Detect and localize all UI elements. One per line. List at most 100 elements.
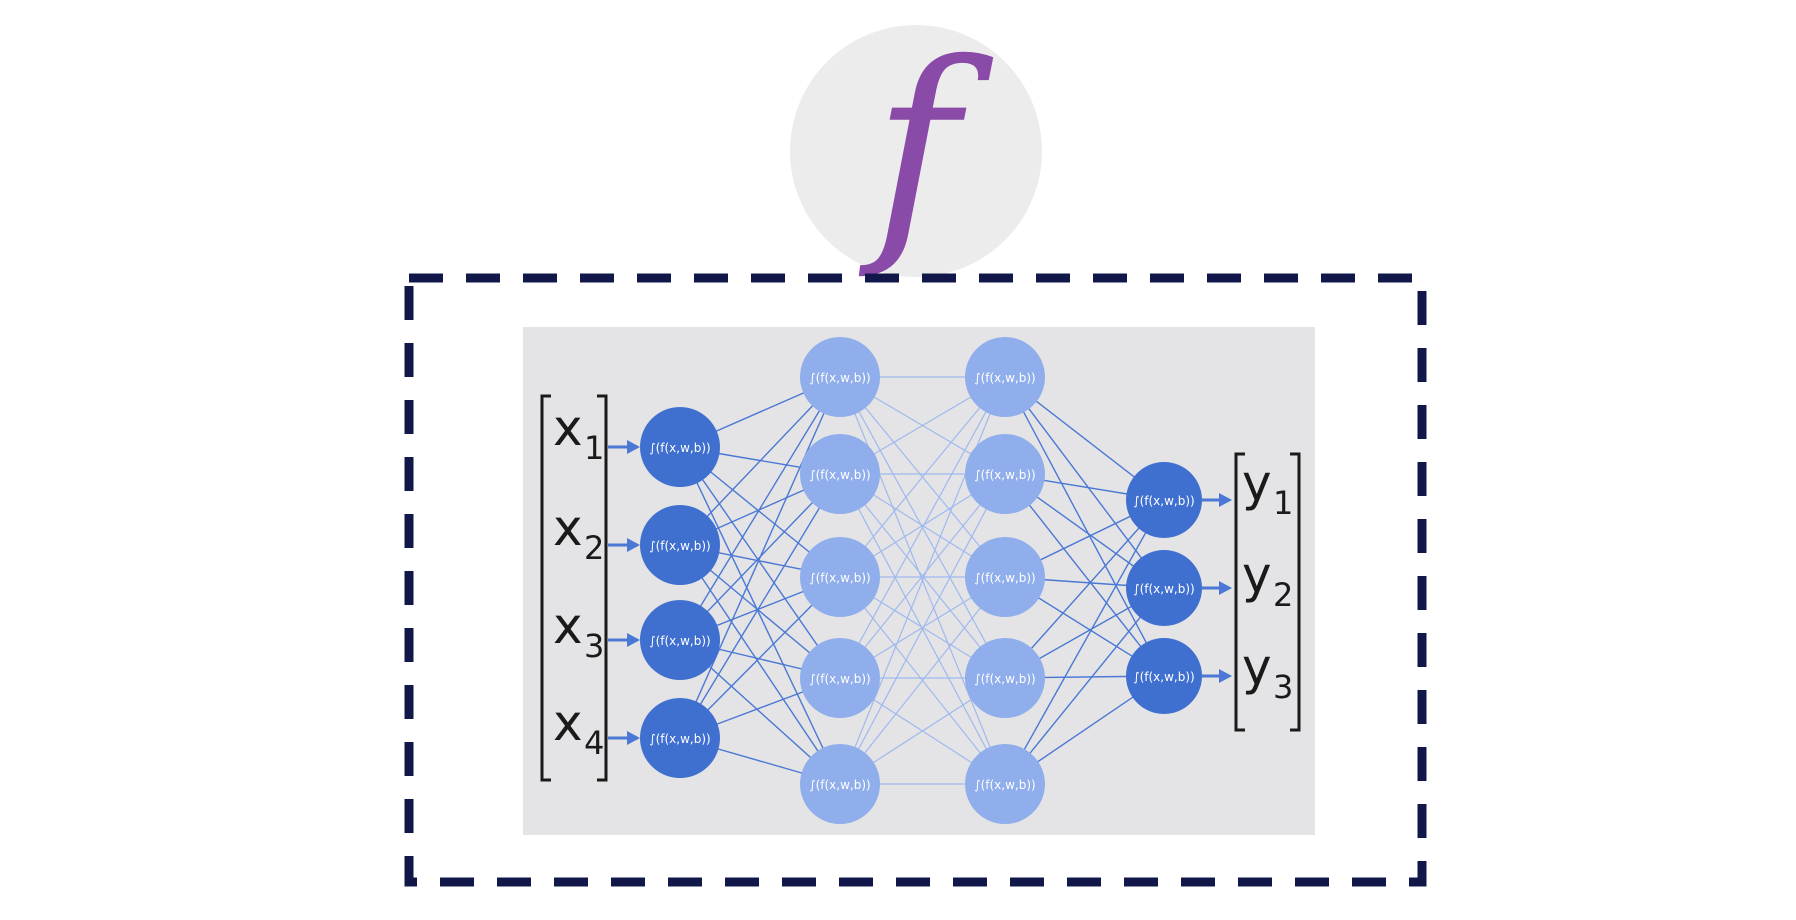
neuron-formula: ∫(f(x,w,b)) [974,672,1035,686]
neuron-circle [1126,638,1202,714]
input-left-bracket [540,394,551,782]
connection-edge [839,376,1006,679]
neuron-circle [640,407,720,487]
connection-edge [1004,499,1165,785]
neuron-circle [640,505,720,585]
neuron-formula: ∫(f(x,w,b)) [809,672,870,686]
neuron-circle [800,434,880,514]
input-variable-symbol: x [553,597,583,655]
connection-edge [839,576,1006,785]
function-circle [790,25,1042,277]
neuron-circle [965,434,1045,514]
neuron-circle [640,600,720,680]
output-variable-symbol: y [1242,454,1272,512]
neuron-node: ∫(f(x,w,b)) [965,337,1045,417]
input-variable-symbol: x [553,499,583,557]
neuron-node: ∫(f(x,w,b)) [1126,638,1202,714]
connection-edge [679,376,841,739]
neuron-formula: ∫(f(x,w,b)) [974,571,1035,585]
input-variable-subscript: 2 [584,529,604,567]
neuron-node: ∫(f(x,w,b)) [800,337,880,417]
neuron-circle [800,337,880,417]
neuron-formula: ∫(f(x,w,b)) [974,778,1035,792]
input-variable-subscript: 1 [584,429,604,467]
neuron-node: ∫(f(x,w,b)) [1126,462,1202,538]
connection-edge [839,376,1006,785]
neuron-formula: ∫(f(x,w,b)) [649,539,710,553]
arrow [608,731,640,745]
connection-edge [1004,473,1165,677]
arrow [608,440,640,454]
neuron-circle [965,638,1045,718]
neuron-circle [965,537,1045,617]
output-variable-subscript: 1 [1273,484,1293,522]
neuron-circle [965,744,1045,824]
input-variable-subscript: 3 [584,627,604,665]
arrow [1202,669,1232,683]
connection-edge [1004,376,1165,677]
neuron-node: ∫(f(x,w,b)) [640,505,720,585]
neuron-circle [1126,550,1202,626]
neuron-formula: ∫(f(x,w,b)) [1133,494,1194,508]
neuron-circle [965,337,1045,417]
network-arrows [608,440,1232,745]
neuron-node: ∫(f(x,w,b)) [640,600,720,680]
neuron-circle [800,638,880,718]
connection-edge [839,376,1006,578]
neuron-formula: ∫(f(x,w,b)) [809,468,870,482]
arrow [608,538,640,552]
arrow [608,633,640,647]
neuron-formula: ∫(f(x,w,b)) [1133,582,1194,596]
neuron-node: ∫(f(x,w,b)) [640,698,720,778]
output-variable-subscript: 2 [1273,576,1293,614]
input-variable-symbol: x [553,399,583,457]
neuron-node: ∫(f(x,w,b)) [800,744,880,824]
arrow [1202,581,1232,595]
output-variable-symbol: y [1242,546,1272,604]
neuron-node: ∫(f(x,w,b)) [965,638,1045,718]
output-variable-subscript: 3 [1273,668,1293,706]
neuron-circle [640,698,720,778]
neuron-formula: ∫(f(x,w,b)) [1133,670,1194,684]
neuron-node: ∫(f(x,w,b)) [800,434,880,514]
neuron-node: ∫(f(x,w,b)) [800,537,880,617]
connection-edge [679,544,841,785]
function-badge: f [790,13,1042,283]
network-nodes: ∫(f(x,w,b)) ∫(f(x,w,b)) ∫(f(x,w,b)) ∫(f(x,w… [640,337,1202,824]
neuron-circle [1126,462,1202,538]
neuron-node: ∫(f(x,w,b)) [1126,550,1202,626]
neuron-formula: ∫(f(x,w,b)) [649,441,710,455]
input-variable-symbol: x [553,694,583,752]
neuron-formula: ∫(f(x,w,b)) [809,571,870,585]
neuron-node: ∫(f(x,w,b)) [965,434,1045,514]
connection-edge [1004,587,1165,785]
input-right-bracket [597,394,608,782]
input-variable-subscript: 4 [584,724,604,762]
neuron-node: ∫(f(x,w,b)) [965,744,1045,824]
connection-edge [679,473,841,739]
output-variable-symbol: y [1242,638,1272,696]
neuron-formula: ∫(f(x,w,b)) [974,468,1035,482]
arrow [1202,493,1232,507]
connection-edge [679,446,841,679]
connection-edge [679,376,841,641]
connection-edge [839,473,1006,785]
output-left-bracket [1234,452,1245,732]
dashed-border [404,273,1427,887]
output-right-bracket [1290,452,1301,732]
connection-edge [679,446,841,785]
neuron-formula: ∫(f(x,w,b)) [649,732,710,746]
neuron-formula: ∫(f(x,w,b)) [809,371,870,385]
neuron-circle [800,744,880,824]
neuron-circle [800,537,880,617]
